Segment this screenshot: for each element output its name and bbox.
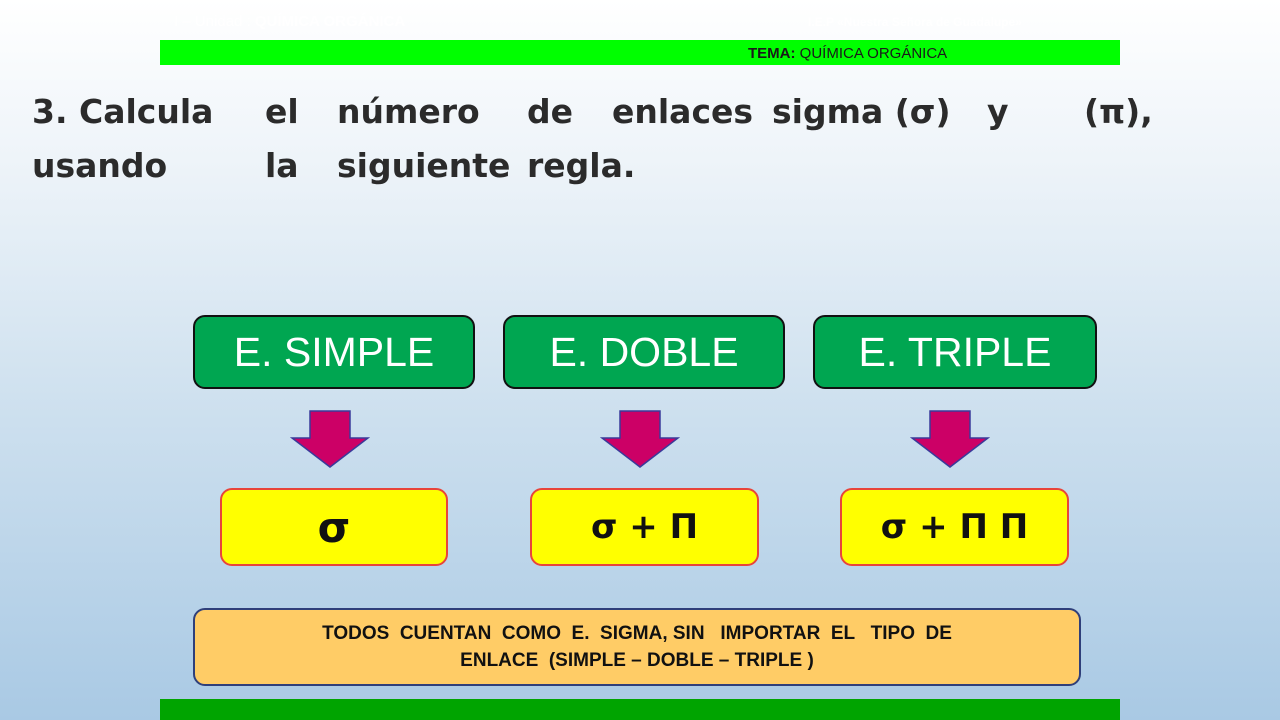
- down-arrow-icon: [910, 410, 990, 468]
- header-school: I.E.P «Nuestra Señora de Guadalupe»: [808, 15, 1022, 29]
- result-simple-box: σ: [220, 488, 448, 566]
- question-word: siguiente: [337, 146, 511, 185]
- question-word: número: [337, 92, 480, 131]
- tema-value: QUÍMICA ORGÁNICA: [795, 45, 948, 62]
- note-line-1: TODOS CUENTAN COMO E. SIGMA, SIN IMPORTA…: [322, 623, 952, 644]
- note-box: TODOS CUENTAN COMO E. SIGMA, SIN IMPORTA…: [193, 608, 1081, 686]
- question-word: usando: [32, 146, 168, 185]
- question-word: y: [987, 92, 1009, 131]
- tema-label: TEMA:: [748, 45, 796, 62]
- question-word: de: [527, 92, 574, 131]
- down-arrow-icon: [600, 410, 680, 468]
- question-word: la: [265, 146, 299, 185]
- question-word: enlaces: [612, 92, 754, 131]
- question-word: regla.: [527, 146, 636, 185]
- question-word: sigma (σ): [772, 92, 951, 131]
- down-arrow-icon: [290, 410, 370, 468]
- bond-double-box: E. DOBLE: [503, 315, 785, 389]
- note-line-2: ENLACE (SIMPLE – DOBLE – TRIPLE ): [460, 650, 814, 671]
- bond-simple-box: E. SIMPLE: [193, 315, 475, 389]
- result-double-box: σ + Π: [530, 488, 759, 566]
- result-triple-box: σ + Π Π: [840, 488, 1069, 566]
- question-word: 3. Calcula: [32, 92, 214, 131]
- question-word: el: [265, 92, 299, 131]
- top-green-bar: [160, 40, 1120, 65]
- header-unit-title: QUÍMICA ORGÁNICA: [254, 13, 406, 30]
- tema-line: TEMA: QUÍMICA ORGÁNICA: [748, 45, 947, 62]
- header-unit-prefix: I – Unidad :: [174, 13, 255, 30]
- question-word: (π),: [1084, 92, 1153, 131]
- bottom-green-bar: [160, 699, 1120, 720]
- header-unit: I – Unidad : QUÍMICA ORGÁNICA: [174, 13, 405, 30]
- bond-triple-box: E. TRIPLE: [813, 315, 1097, 389]
